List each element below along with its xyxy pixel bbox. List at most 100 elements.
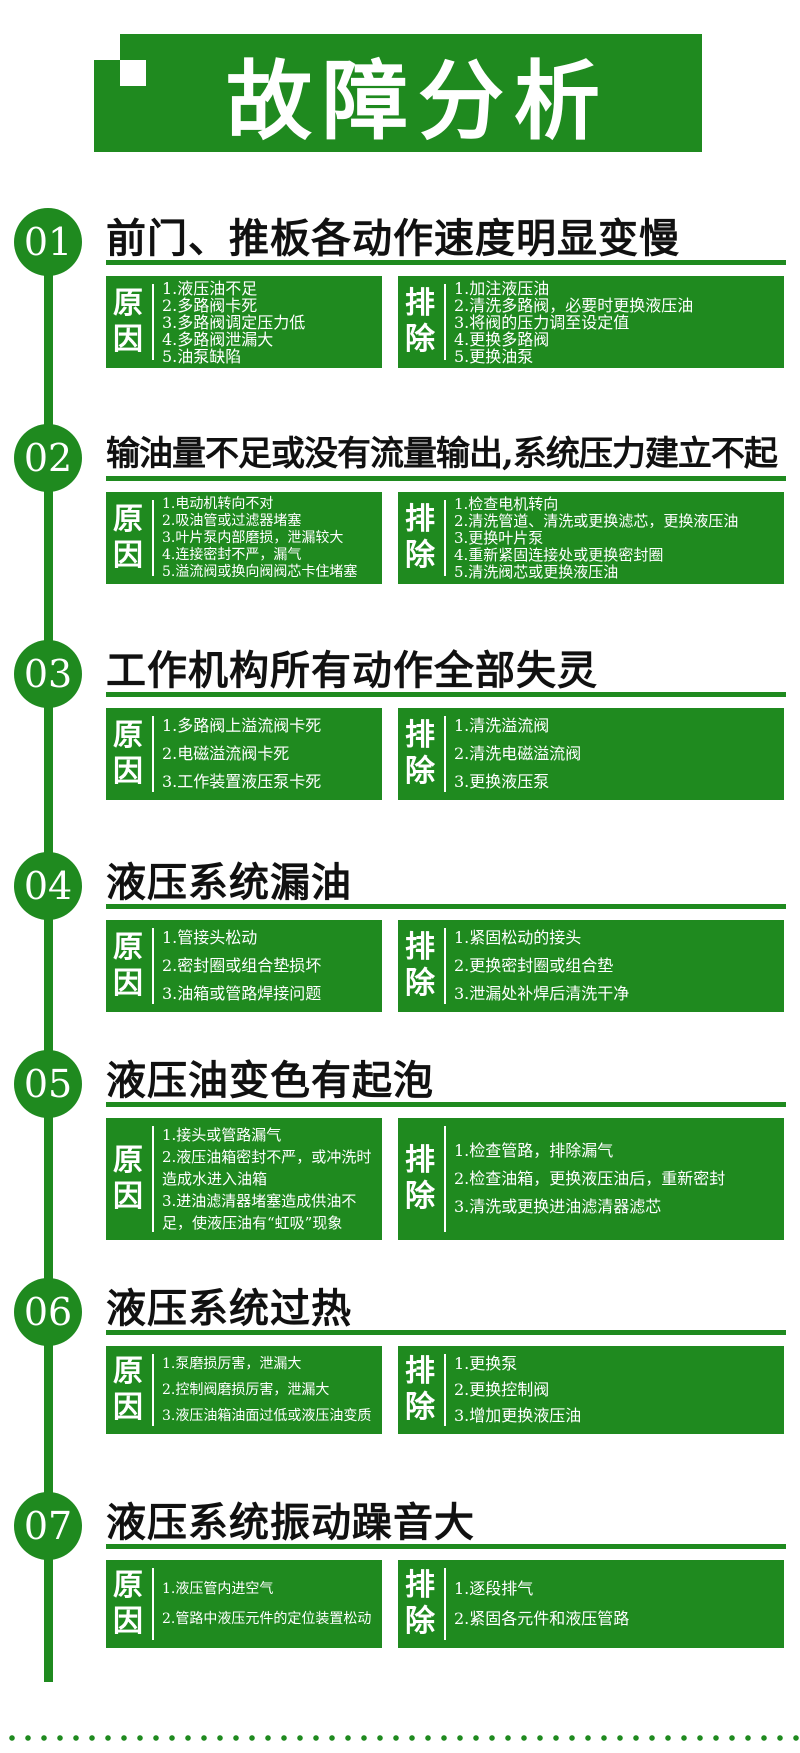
fix-item: 1.清洗溢流阀 (454, 716, 550, 735)
fix-panel: 排除 1.紧固松动的接头 2.更换密封圈或组合垫 3.泄漏处补焊后清洗干净 (398, 920, 784, 1012)
fix-item: 5.更换油泵 (454, 346, 534, 366)
cause-label: 原因 (113, 1568, 143, 1639)
dotted-footer-divider (0, 1735, 800, 1741)
cause-list: 1.液压油不足 2.多路阀卡死 3.多路阀调定压力低 4.多路阀泄漏大 5.油泵… (162, 276, 378, 368)
cause-panel: 原因 1.接头或管路漏气 2.液压油箱密封不严，或冲洗时造成水进入油箱 3.进油… (106, 1118, 382, 1240)
fault-section: 07 液压系统振动躁音大 原因 1.液压管内进空气 2.管路中液压元件的定位装置… (0, 1492, 800, 1682)
section-title: 液压油变色有起泡 (106, 1057, 434, 1104)
panel-separator (152, 1126, 154, 1232)
cause-item: 2.控制阀磨损厉害，泄漏大 (162, 1382, 330, 1398)
cause-label: 原因 (113, 502, 143, 573)
section-title: 前门、推板各动作速度明显变慢 (106, 215, 680, 262)
section-divider (106, 1330, 786, 1335)
fix-item: 1.更换泵 (454, 1354, 518, 1373)
cause-list: 1.泵磨损厉害，泄漏大 2.控制阀磨损厉害，泄漏大 3.液压油箱油面过低或液压油… (162, 1346, 378, 1434)
cause-label: 原因 (113, 1354, 143, 1425)
section-divider (106, 1544, 786, 1549)
cause-list: 1.多路阀上溢流阀卡死 2.电磁溢流阀卡死 3.工作装置液压泵卡死 (162, 708, 378, 800)
cause-panel: 原因 1.液压油不足 2.多路阀卡死 3.多路阀调定压力低 4.多路阀泄漏大 5… (106, 276, 382, 368)
cause-label: 原因 (113, 1143, 143, 1214)
cause-item: 3.进油滤清器堵塞造成供油不足，使液压油有“虹吸”现象 (162, 1192, 357, 1232)
cause-panel: 原因 1.管接头松动 2.密封圈或组合垫损坏 3.油箱或管路焊接问题 (106, 920, 382, 1012)
cause-item: 4.连接密封不严，漏气 (162, 546, 302, 563)
fix-label: 排除 (405, 286, 435, 357)
fix-item: 2.更换控制阀 (454, 1380, 550, 1399)
fix-item: 4.重新紧固连接处或更换密封圈 (454, 545, 664, 564)
fix-item: 3.泄漏处补焊后清洗干净 (454, 984, 630, 1003)
fix-item: 2.更换密封圈或组合垫 (454, 956, 614, 975)
section-divider (106, 476, 786, 481)
cause-item: 1.多路阀上溢流阀卡死 (162, 716, 322, 735)
fix-item: 2.清洗电磁溢流阀 (454, 744, 582, 763)
fix-label: 排除 (405, 1354, 435, 1425)
panel-separator (444, 500, 446, 576)
cause-item: 2.管路中液压元件的定位装置松动 (162, 1611, 372, 1627)
cause-item: 5.溢流阀或换向阀阀芯卡住堵塞 (162, 563, 358, 580)
fix-list: 1.清洗溢流阀 2.清洗电磁溢流阀 3.更换液压泵 (454, 708, 780, 800)
section-number-badge: 02 (14, 424, 82, 492)
section-number-badge: 06 (14, 1278, 82, 1346)
fix-label: 排除 (405, 718, 435, 789)
fix-panel: 排除 1.更换泵 2.更换控制阀 3.增加更换液压油 (398, 1346, 784, 1434)
fix-list: 1.紧固松动的接头 2.更换密封圈或组合垫 3.泄漏处补焊后清洗干净 (454, 920, 780, 1012)
panel-separator (444, 716, 446, 792)
fault-section: 01 前门、推板各动作速度明显变慢 原因 1.液压油不足 2.多路阀卡死 3.多… (0, 208, 800, 398)
fix-panel: 排除 1.检查电机转向 2.清洗管道、清洗或更换滤芯，更换液压油 3.更换叶片泵… (398, 492, 784, 584)
section-number-badge: 03 (14, 640, 82, 708)
fault-section: 02 输油量不足或没有流量输出,系统压力建立不起 原因 1.电动机转向不对 2.… (0, 424, 800, 614)
fault-section: 06 液压系统过热 原因 1.泵磨损厉害，泄漏大 2.控制阀磨损厉害，泄漏大 3… (0, 1278, 800, 1468)
cause-item: 2.吸油管或过滤器堵塞 (162, 512, 302, 529)
section-divider (106, 904, 786, 909)
cause-list: 1.液压管内进空气 2.管路中液压元件的定位装置松动 (162, 1560, 378, 1648)
cause-label: 原因 (113, 930, 143, 1001)
panel-separator (152, 284, 154, 360)
section-number-badge: 04 (14, 852, 82, 920)
fix-label: 排除 (405, 930, 435, 1001)
section-title: 输油量不足或没有流量输出,系统压力建立不起 (106, 434, 778, 474)
fix-label: 排除 (405, 502, 435, 573)
fix-item: 3.更换叶片泵 (454, 528, 544, 547)
panel-separator (444, 1354, 446, 1426)
fix-item: 3.将阀的压力调至设定值 (454, 312, 630, 332)
panel-separator (444, 284, 446, 360)
page-title: 故障分析 (226, 51, 610, 152)
fault-section: 03 工作机构所有动作全部失灵 原因 1.多路阀上溢流阀卡死 2.电磁溢流阀卡死… (0, 640, 800, 830)
cause-item: 2.多路阀卡死 (162, 295, 258, 315)
section-number-badge: 05 (14, 1050, 82, 1118)
cause-panel: 原因 1.电动机转向不对 2.吸油管或过滤器堵塞 3.叶片泵内部磨损，泄漏较大 … (106, 492, 382, 584)
section-title: 工作机构所有动作全部失灵 (106, 647, 598, 694)
cause-item: 1.液压油不足 (162, 278, 258, 298)
fix-item: 1.检查管路，排除漏气 (454, 1141, 614, 1160)
cause-list: 1.电动机转向不对 2.吸油管或过滤器堵塞 3.叶片泵内部磨损，泄漏较大 4.连… (162, 492, 378, 584)
cause-item: 1.接头或管路漏气 (162, 1126, 282, 1144)
fix-item: 1.紧固松动的接头 (454, 928, 582, 947)
cause-item: 4.多路阀泄漏大 (162, 329, 274, 349)
cause-item: 3.多路阀调定压力低 (162, 312, 306, 332)
fix-label: 排除 (405, 1568, 435, 1639)
cause-item: 3.油箱或管路焊接问题 (162, 984, 322, 1003)
section-title: 液压系统振动躁音大 (106, 1499, 475, 1546)
section-number-badge: 01 (14, 208, 82, 276)
fix-panel: 排除 1.加注液压油 2.清洗多路阀，必要时更换液压油 3.将阀的压力调至设定值… (398, 276, 784, 368)
fault-section: 04 液压系统漏油 原因 1.管接头松动 2.密封圈或组合垫损坏 3.油箱或管路… (0, 852, 800, 1042)
cause-item: 2.电磁溢流阀卡死 (162, 744, 290, 763)
title-banner: 故障分析 (94, 34, 702, 152)
fix-item: 1.逐段排气 (454, 1579, 534, 1598)
fix-panel: 排除 1.逐段排气 2.紧固各元件和液压管路 (398, 1560, 784, 1648)
cause-label: 原因 (113, 286, 143, 357)
section-title: 液压系统过热 (106, 1285, 352, 1332)
cause-label: 原因 (113, 718, 143, 789)
fix-list: 1.加注液压油 2.清洗多路阀，必要时更换液压油 3.将阀的压力调至设定值 4.… (454, 276, 780, 368)
timeline-line (44, 250, 53, 1682)
panel-separator (152, 1568, 154, 1640)
panel-separator (444, 928, 446, 1004)
cause-item: 1.管接头松动 (162, 928, 258, 947)
cause-panel: 原因 1.泵磨损厉害，泄漏大 2.控制阀磨损厉害，泄漏大 3.液压油箱油面过低或… (106, 1346, 382, 1434)
cause-item: 3.叶片泵内部磨损，泄漏较大 (162, 529, 344, 546)
fix-item: 5.清洗阀芯或更换液压油 (454, 562, 619, 581)
panel-separator (444, 1126, 446, 1232)
section-divider (106, 260, 786, 265)
banner-corner-square (94, 34, 120, 60)
section-divider (106, 1102, 786, 1107)
fix-panel: 排除 1.检查管路，排除漏气 2.检查油箱，更换液压油后，重新密封 3.清洗或更… (398, 1118, 784, 1240)
